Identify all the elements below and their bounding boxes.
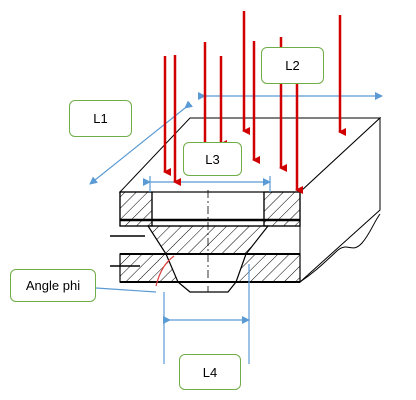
- die-opening-bottom: [177, 281, 237, 293]
- label-l4: L4: [179, 354, 241, 390]
- lower-die-right: [235, 253, 301, 283]
- angle-leader: [95, 287, 157, 293]
- angle-phi-arc: [155, 255, 175, 287]
- label-l2: L2: [261, 47, 324, 84]
- upper-die: [119, 191, 301, 227]
- label-l1: L1: [69, 100, 132, 137]
- label-angle-phi: Angle phi: [10, 269, 96, 302]
- dimension-l1: [89, 100, 193, 185]
- lower-die-left: [119, 253, 179, 283]
- plate-broken-edge: [299, 213, 381, 283]
- load-arrows: [163, 11, 346, 194]
- plate-right-face: [299, 116, 381, 284]
- lower-die: [110, 190, 301, 293]
- dimension-lines: [89, 92, 383, 364]
- label-l3: L3: [183, 142, 242, 176]
